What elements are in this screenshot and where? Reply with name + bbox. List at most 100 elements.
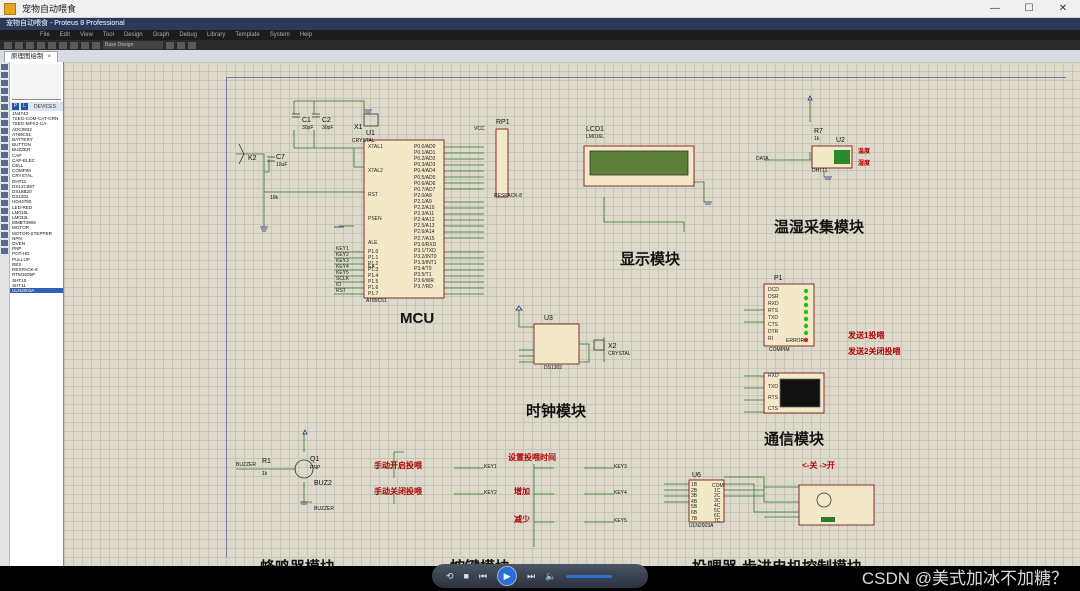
device-list-item[interactable]: BUZZER (12, 147, 31, 153)
previous-icon[interactable]: ⏮ (478, 570, 488, 581)
paste-icon[interactable] (92, 41, 100, 49)
device-list-item[interactable]: CAP-ELEC (12, 157, 35, 163)
device-list-item[interactable]: LM032L (12, 215, 29, 221)
line-icon[interactable] (1, 176, 8, 182)
bus-icon[interactable] (1, 104, 8, 110)
subcircuit-icon[interactable] (1, 112, 8, 118)
device-list-item[interactable]: BUTTON (12, 142, 31, 148)
pin-icon[interactable] (1, 128, 8, 134)
box-icon[interactable] (1, 184, 8, 190)
copy-icon[interactable] (81, 41, 89, 49)
play-button[interactable]: ▶ (497, 566, 518, 586)
shuffle-icon[interactable]: ⟲ (446, 570, 454, 581)
volume-icon[interactable]: 🔈 (545, 570, 557, 581)
probe-icon[interactable] (1, 160, 8, 166)
device-list-item[interactable]: DS12C887 (12, 183, 35, 189)
maximize-button[interactable]: ☐ (1024, 3, 1034, 14)
component-mode-icon[interactable] (1, 72, 8, 78)
mirror-icon[interactable] (1, 248, 8, 254)
junction-icon[interactable] (1, 80, 8, 86)
device-list-item[interactable]: SHT10 (12, 277, 27, 283)
menu-item[interactable]: Template (235, 32, 260, 38)
redo-icon[interactable] (59, 41, 67, 49)
tab-schematic[interactable]: 原理图绘制× (4, 51, 59, 62)
overview-window[interactable] (12, 64, 61, 100)
device-list-item[interactable]: RES (12, 261, 22, 267)
device-list-item[interactable]: POT-HG (12, 251, 30, 257)
device-list-item[interactable]: 7SEG-COM-CAT-GRN (12, 116, 59, 122)
close-tab-icon[interactable]: × (47, 53, 52, 60)
wire-label-icon[interactable] (1, 88, 8, 94)
device-list-item[interactable]: 7SEG-MPX2-CA (12, 121, 47, 127)
path-icon[interactable] (1, 208, 8, 214)
open-icon[interactable] (15, 41, 23, 49)
text-script-icon[interactable] (1, 96, 8, 102)
device-list-item[interactable]: DHT11 (12, 178, 27, 184)
menu-item[interactable]: Tool (102, 32, 114, 38)
circle-icon[interactable] (1, 192, 8, 198)
device-list-item[interactable]: MMBT3906 (12, 220, 36, 226)
schematic-canvas[interactable]: U1 AT89C51 C1 30pF C2 30pF X1 CRYSTAL C7… (64, 62, 1080, 566)
device-list-item[interactable]: PULLUP (12, 256, 30, 262)
stop-icon[interactable]: ■ (463, 571, 469, 581)
rotate-icon[interactable] (1, 240, 8, 246)
device-list-item[interactable]: 1N4743 (12, 111, 29, 116)
terminal-icon[interactable] (1, 120, 8, 126)
zoom-out-icon[interactable] (177, 41, 185, 49)
device-list-item[interactable]: CELL (12, 163, 24, 169)
graph-icon[interactable] (1, 136, 8, 142)
symbol-icon[interactable] (1, 224, 8, 230)
device-list-item[interactable]: CAP (12, 152, 22, 158)
zoom-in-icon[interactable] (166, 41, 174, 49)
device-list-item[interactable]: LM016L (12, 209, 29, 215)
undo-icon[interactable] (48, 41, 56, 49)
library-button[interactable]: L (21, 103, 28, 110)
text-icon[interactable] (1, 216, 8, 222)
device-list-item[interactable]: CRYSTAL (12, 173, 33, 179)
device-list-item[interactable]: BATTERY (12, 137, 33, 143)
tape-icon[interactable] (1, 144, 8, 150)
device-list-item[interactable]: RTM1605P (12, 272, 36, 278)
variant-select[interactable]: Base Design (103, 41, 163, 49)
arc-icon[interactable] (1, 200, 8, 206)
select-mode-icon[interactable] (1, 64, 8, 70)
menu-item[interactable]: Graph (152, 32, 170, 38)
device-list-item[interactable]: DS18B20 (12, 189, 32, 195)
device-list-item[interactable]: RESPACK-8 (12, 267, 38, 273)
device-list-item[interactable]: LED-RED (12, 204, 33, 210)
device-list-item[interactable]: OVEN (12, 241, 26, 247)
menu-item[interactable]: System (269, 32, 290, 38)
print-icon[interactable] (37, 41, 45, 49)
device-list-item[interactable]: MOTOR (12, 225, 30, 231)
menu-item[interactable]: Design (123, 32, 143, 38)
pick-devices-button[interactable]: P (12, 103, 19, 110)
marker-icon[interactable] (1, 232, 8, 238)
cut-icon[interactable] (70, 41, 78, 49)
device-list-item[interactable]: HD44780 (12, 199, 32, 205)
menu-item[interactable]: Edit (59, 32, 71, 38)
zoom-fit-icon[interactable] (188, 41, 196, 49)
new-icon[interactable] (4, 41, 12, 49)
menu-item[interactable]: File (40, 32, 50, 38)
next-icon[interactable]: ⏭ (527, 570, 536, 581)
volume-slider[interactable] (566, 574, 613, 578)
device-list-item[interactable]: COMPIM (12, 168, 31, 174)
instrument-icon[interactable] (1, 168, 8, 174)
device-list-item[interactable]: AT89C51 (12, 131, 32, 137)
device-list-item[interactable]: SHT11 (12, 282, 26, 288)
device-list-item[interactable]: PNP (12, 246, 22, 252)
menu-item[interactable]: Debug (179, 32, 197, 38)
device-list-item[interactable]: ULN2003A (10, 287, 63, 294)
device-list-item[interactable]: MOTOR-STEPPER (12, 230, 52, 236)
save-icon[interactable] (26, 41, 34, 49)
menu-item[interactable]: Help (299, 32, 313, 38)
close-button[interactable]: ✕ (1058, 3, 1068, 14)
vcc-label: VCC (474, 126, 485, 132)
menu-item[interactable]: View (80, 32, 93, 38)
device-list-item[interactable]: NPN (12, 235, 22, 241)
device-list-item[interactable]: DS1302 (12, 194, 29, 200)
device-list-item[interactable]: ADC0832 (12, 126, 32, 132)
menu-item[interactable]: Library (207, 32, 226, 38)
minimize-button[interactable]: — (990, 3, 1000, 14)
generator-icon[interactable] (1, 152, 8, 158)
